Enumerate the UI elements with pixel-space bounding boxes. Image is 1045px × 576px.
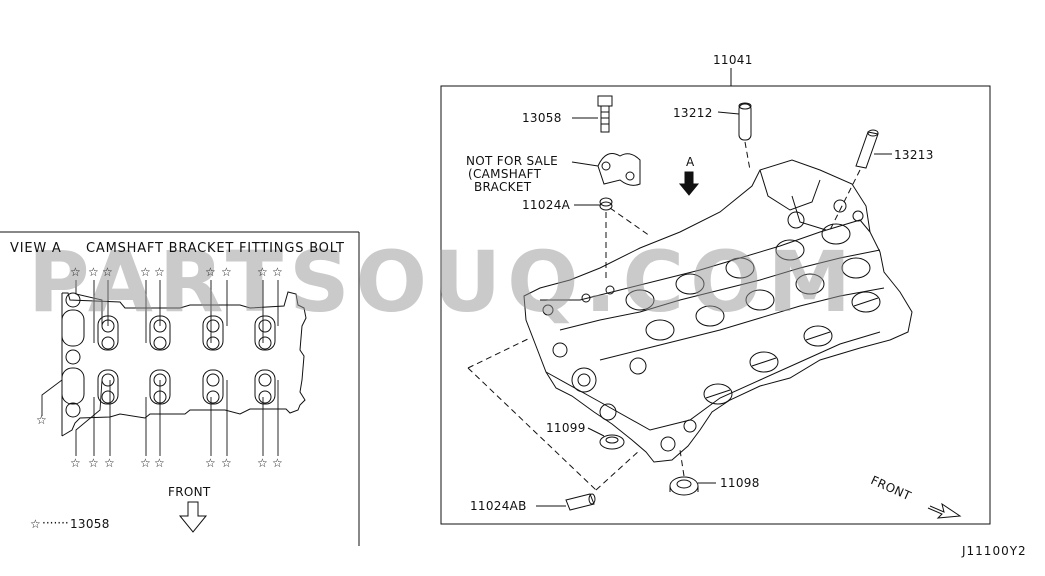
star-icon: ☆	[221, 265, 233, 279]
view-a-panel-frame	[0, 231, 360, 546]
star-icon: ☆	[102, 265, 114, 279]
star-icon: ☆	[70, 265, 82, 279]
cylinder-head-drawing	[523, 159, 913, 463]
star-icon: ☆	[205, 265, 217, 279]
assembly-number[interactable]: 11041	[713, 53, 753, 67]
star-icon: ☆	[88, 265, 100, 279]
callout-bolt[interactable]: 13058	[522, 111, 562, 125]
star-icon: ☆	[88, 456, 100, 470]
dowel-13212-part	[738, 102, 752, 141]
star-icon: ☆	[140, 265, 152, 279]
callout-dowel-upper[interactable]: 13212	[673, 106, 713, 120]
front-arrow-icon	[927, 502, 962, 519]
washer-dashed-leader-2	[609, 207, 651, 237]
view-a-front-arrow-icon	[178, 501, 208, 533]
star-icon: ☆	[140, 456, 152, 470]
view-a-title: VIEW A	[10, 241, 62, 256]
callout-not-for-sale-3: BRACKET	[474, 180, 532, 194]
dowel-13212-dashed	[744, 141, 751, 171]
view-a-arrow-icon	[678, 171, 700, 196]
washer-11024a-part	[599, 197, 613, 211]
view-a-brackets	[97, 315, 276, 405]
star-icon: ☆	[272, 265, 284, 279]
callout-plug-bottom[interactable]: 11024AB	[470, 499, 527, 513]
view-a-leaders-bottom	[41, 379, 279, 456]
view-a-subtitle: CAMSHAFT BRACKET FITTINGS BOLT	[86, 241, 345, 256]
legend-part-number: 13058	[70, 517, 110, 531]
callout-seal-left[interactable]: 11099	[546, 421, 586, 435]
star-icon: ☆	[257, 456, 269, 470]
legend-dots: ·······	[42, 516, 69, 530]
main-panel-frame	[440, 85, 991, 525]
star-icon: ☆	[36, 413, 48, 427]
plug-dashed-box	[467, 337, 641, 491]
dowel-13212-leader	[717, 111, 740, 115]
seal-11099-part	[599, 434, 625, 450]
seal-11099-leader	[587, 427, 605, 437]
star-icon: ☆	[272, 456, 284, 470]
callout-seal-right[interactable]: 11098	[720, 476, 760, 490]
seal-11098-dashed	[679, 449, 685, 477]
callout-dowel-right[interactable]: 13213	[894, 148, 934, 162]
view-arrow-label: A	[686, 155, 695, 169]
callout-not-for-sale-1: NOT FOR SALE	[466, 154, 558, 168]
legend-star-icon: ☆	[30, 517, 42, 531]
bracket-leader	[571, 161, 599, 167]
seal-11098-part	[669, 476, 699, 496]
bracket-part	[597, 153, 641, 186]
view-a-leaders-top	[75, 280, 279, 343]
star-icon: ☆	[154, 265, 166, 279]
view-a-head-outline	[61, 291, 307, 437]
star-icon: ☆	[221, 456, 233, 470]
star-icon: ☆	[70, 456, 82, 470]
star-icon: ☆	[205, 456, 217, 470]
dowel-13213-part	[855, 129, 879, 169]
callout-not-for-sale-2: (CAMSHAFT	[468, 167, 542, 181]
view-a-front-label: FRONT	[168, 485, 211, 499]
callout-washer[interactable]: 11024A	[522, 198, 571, 212]
bolt-13058-part	[597, 95, 613, 133]
dowel-13213-dashed	[829, 169, 861, 231]
diagram-code: J11100Y2	[962, 544, 1027, 558]
star-icon: ☆	[154, 456, 166, 470]
plug-11024ab-part	[565, 493, 596, 511]
star-icon: ☆	[257, 265, 269, 279]
star-icon: ☆	[104, 456, 116, 470]
